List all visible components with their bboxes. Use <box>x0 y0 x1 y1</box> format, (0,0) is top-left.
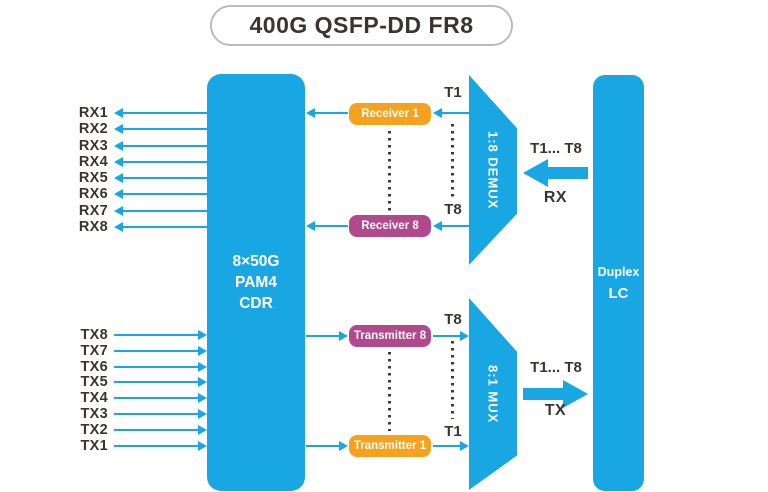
rx-bus-arrow <box>523 159 588 187</box>
rx-arrow <box>114 172 207 184</box>
duplex-label-line1: Duplex <box>597 264 640 279</box>
tx-port-row: TX4 <box>58 390 207 406</box>
tx-arrow <box>114 376 207 388</box>
tx-port-row: TX3 <box>58 406 207 422</box>
mux-trapezoid: 8:1 MUX <box>469 298 517 490</box>
demux-to-receiver8-arrow <box>433 220 469 232</box>
receiver8-label: Receiver 8 <box>361 220 419 232</box>
rx-lane1-t-label: T1 <box>444 84 462 101</box>
page-title: 400G QSFP-DD FR8 <box>249 12 474 38</box>
transmitter1-to-mux-arrow <box>433 440 469 452</box>
mux-label: 8:1 MUX <box>485 364 501 424</box>
rx-port-row: RX4 <box>58 154 207 170</box>
rx-port-row: RX7 <box>58 203 207 219</box>
tx-arrow <box>114 440 207 452</box>
tx-arrow <box>114 392 207 404</box>
rx-port-label: RX6 <box>78 186 108 202</box>
cdr-to-transmitter8-arrow <box>306 330 348 342</box>
receiver8-to-cdr-arrow <box>306 220 348 232</box>
rx-port-label: RX5 <box>78 170 108 186</box>
cdr-to-transmitter1-arrow <box>306 440 348 452</box>
transmitter8-box: Transmitter 8 <box>349 325 431 347</box>
tx-arrow <box>114 345 207 357</box>
demux-to-receiver1-arrow <box>433 107 469 119</box>
tx-arrow <box>114 329 207 341</box>
rx-port-row: RX6 <box>58 186 207 202</box>
cdr-label-line1: 8×50G <box>232 253 280 270</box>
rx-arrow <box>114 205 207 217</box>
demux-label: 1:8 DEMUX <box>485 130 501 210</box>
tx-port-label: TX7 <box>80 343 108 359</box>
receiver1-box: Receiver 1 <box>349 103 431 125</box>
tx-lanes-ellipsis-dots <box>388 352 391 431</box>
tx-lane8-t-label: T8 <box>444 311 462 328</box>
title-pill: 400G QSFP-DD FR8 <box>210 5 513 46</box>
rx-port-row: RX8 <box>58 219 207 235</box>
rx-arrow <box>114 123 207 135</box>
tx-bus-arrow <box>523 380 588 408</box>
rx-port-row: RX5 <box>58 170 207 186</box>
rx-lanes-ellipsis-dots <box>388 131 391 211</box>
rx-port-label: RX1 <box>78 105 108 121</box>
rx-bus-label: T1... T8 <box>530 140 582 157</box>
cdr-label-line3: CDR <box>239 295 273 312</box>
transmitter1-box: Transmitter 1 <box>349 435 431 457</box>
tx-port-label: TX8 <box>80 327 108 343</box>
tx-lane1-t-label: T1 <box>444 423 462 440</box>
transmitter1-label: Transmitter 1 <box>353 440 427 452</box>
tx-port-row: TX1 <box>58 438 207 454</box>
rx-port-row: RX3 <box>58 138 207 154</box>
tx-port-row: TX7 <box>58 343 207 359</box>
rx-direction-label: RX <box>543 189 568 206</box>
tx-arrow <box>114 424 207 436</box>
tx-port-label: TX2 <box>80 422 108 438</box>
tx-port-label: TX6 <box>80 359 108 375</box>
rx-port-label: RX8 <box>78 219 108 235</box>
receiver1-to-cdr-arrow <box>306 107 348 119</box>
tx-bus-label: T1... T8 <box>530 359 582 376</box>
rx-arrow <box>114 221 207 233</box>
rx-port-row: RX1 <box>58 105 207 121</box>
transmitter8-to-mux-arrow <box>433 330 469 342</box>
tx-port-row: TX5 <box>58 374 207 390</box>
tx-port-label: TX1 <box>80 438 108 454</box>
receiver8-box: Receiver 8 <box>349 215 431 237</box>
duplex-label-line2: LC <box>608 284 629 302</box>
tx-port-label: TX3 <box>80 406 108 422</box>
rx-port-label: RX2 <box>78 121 108 137</box>
demux-trapezoid: 1:8 DEMUX <box>469 75 517 265</box>
tx-direction-label: TX <box>544 402 567 419</box>
duplex-lc-box: Duplex LC <box>593 75 644 491</box>
rx-arrow <box>114 140 207 152</box>
tx-port-row: TX2 <box>58 422 207 438</box>
tx-tlines-ellipsis-dots <box>451 341 454 419</box>
rx-tlines-ellipsis-dots <box>451 124 454 198</box>
rx-arrow <box>114 107 207 119</box>
tx-port-label: TX5 <box>80 374 108 390</box>
rx-port-label: RX4 <box>78 154 108 170</box>
tx-arrow <box>114 361 207 373</box>
rx-lane8-t-label: T8 <box>444 201 462 218</box>
transmitter8-label: Transmitter 8 <box>353 330 427 342</box>
rx-port-row: RX2 <box>58 121 207 137</box>
tx-port-row: TX6 <box>58 359 207 375</box>
tx-port-label: TX4 <box>80 390 108 406</box>
cdr-box: 8×50G PAM4 CDR <box>207 74 305 491</box>
rx-port-label: RX7 <box>78 203 108 219</box>
tx-arrow <box>114 408 207 420</box>
rx-arrow <box>114 156 207 168</box>
rx-arrow <box>114 188 207 200</box>
rx-port-label: RX3 <box>78 138 108 154</box>
tx-port-row: TX8 <box>58 327 207 343</box>
receiver1-label: Receiver 1 <box>361 108 419 120</box>
cdr-label-line2: PAM4 <box>235 274 277 291</box>
